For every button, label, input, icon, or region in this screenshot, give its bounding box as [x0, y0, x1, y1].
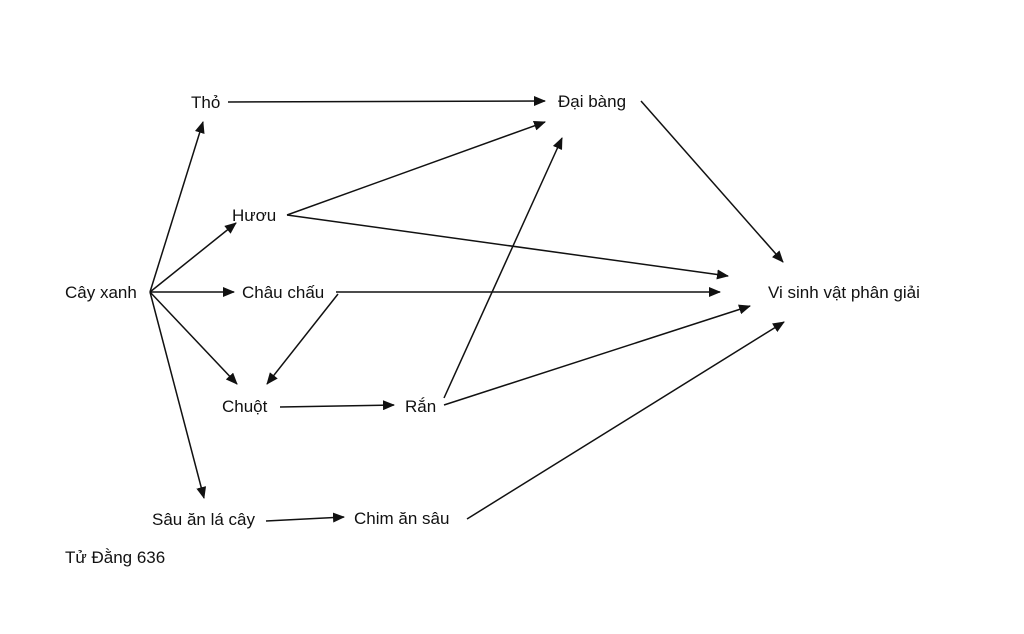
nodes: Cây xanh Thỏ Hươu Châu chấu Chuột Sâu ăn… — [65, 92, 920, 529]
node-huou: Hươu — [232, 206, 276, 225]
node-sau-an-la: Sâu ăn lá cây — [152, 510, 256, 529]
edge-chau-chau-to-chuot — [266, 293, 339, 385]
edge-ran-to-vi-sinh-vat — [443, 304, 751, 406]
edge-huou-to-vi-sinh-vat — [286, 214, 729, 280]
node-chim-an-sau: Chim ăn sâu — [354, 509, 449, 528]
edge-cay-xanh-to-sau-an-la — [149, 291, 207, 499]
edge-chuot-to-ran — [279, 400, 395, 411]
edges — [149, 96, 785, 523]
node-chuot: Chuột — [222, 397, 268, 416]
node-chau-chau: Châu chấu — [242, 283, 324, 302]
node-vi-sinh-vat: Vi sinh vật phân giải — [768, 283, 920, 302]
edge-cay-xanh-to-chuot — [149, 291, 238, 385]
edge-huou-to-dai-bang — [286, 121, 546, 216]
edge-cay-xanh-to-tho — [149, 121, 205, 293]
edge-cay-xanh-to-huou — [149, 222, 237, 293]
watermark-text: Tử Đằng 636 — [65, 548, 165, 567]
node-ran: Rắn — [405, 397, 436, 416]
edge-ran-to-dai-bang — [443, 137, 563, 399]
edge-dai-bang-to-vi-sinh-vat — [640, 100, 784, 263]
edge-sau-an-la-to-chim-an-sau — [265, 512, 345, 523]
node-cay-xanh: Cây xanh — [65, 283, 137, 302]
node-tho: Thỏ — [191, 93, 220, 112]
edge-chim-an-sau-to-vi-sinh-vat — [466, 321, 785, 520]
node-dai-bang: Đại bàng — [558, 92, 626, 111]
edge-tho-to-dai-bang — [227, 96, 546, 107]
